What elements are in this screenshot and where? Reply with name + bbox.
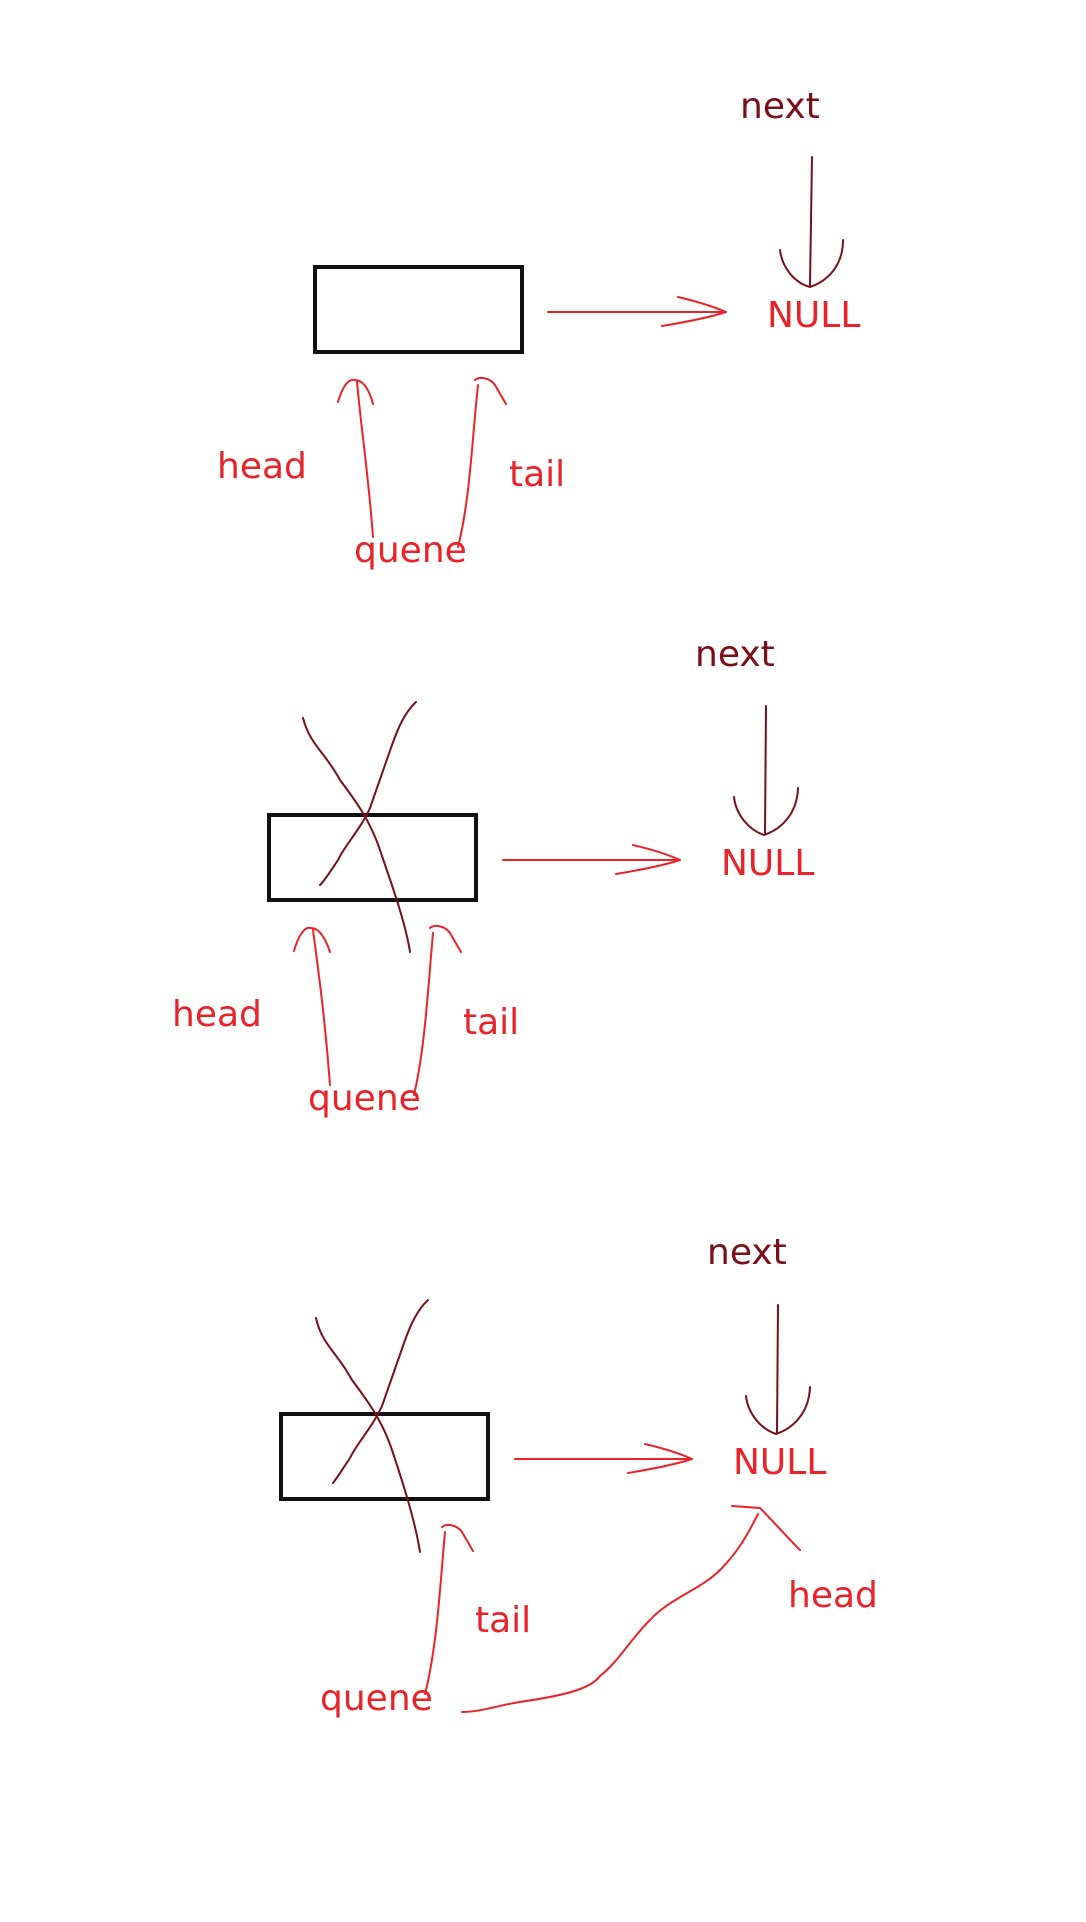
panel-head-freed: next NULL head tail quene [172,634,814,1119]
next-pointer-arrow [745,1304,811,1435]
tail-label: tail [463,1002,519,1043]
null-label: NULL [733,1442,826,1483]
node-to-null-arrow [514,1443,693,1474]
tail-pointer-arrow [413,924,462,1096]
head-label: head [788,1575,878,1616]
tail-pointer-arrow [424,1523,474,1695]
panel-head-moved-to-null: next NULL head tail quene [279,1232,878,1719]
tail-pointer-arrow [457,376,507,548]
delete-cross-mark [315,1299,429,1553]
queue-label: quene [320,1678,433,1719]
panel-initial-state: next NULL head tail quene [217,86,860,571]
queue-node-box [279,1412,490,1501]
node-to-null-arrow [502,844,681,875]
queue-node-box [313,265,524,354]
next-pointer-arrow [779,156,844,288]
head-pointer-arrow [461,1505,801,1713]
head-label: head [172,994,262,1035]
queue-node-box [267,813,478,902]
queue-label: quene [308,1078,421,1119]
head-pointer-arrow [337,378,374,538]
queue-label: quene [354,530,467,571]
tail-label: tail [475,1600,531,1641]
tail-label: tail [509,454,565,495]
null-label: NULL [767,295,860,336]
next-pointer-arrow [733,705,799,836]
node-to-null-arrow [547,296,727,327]
next-label: next [707,1232,787,1273]
null-label: NULL [721,843,814,884]
head-pointer-arrow [293,926,331,1086]
head-label: head [217,446,307,487]
next-label: next [740,86,820,127]
delete-cross-mark [302,701,417,953]
next-label: next [695,634,775,675]
